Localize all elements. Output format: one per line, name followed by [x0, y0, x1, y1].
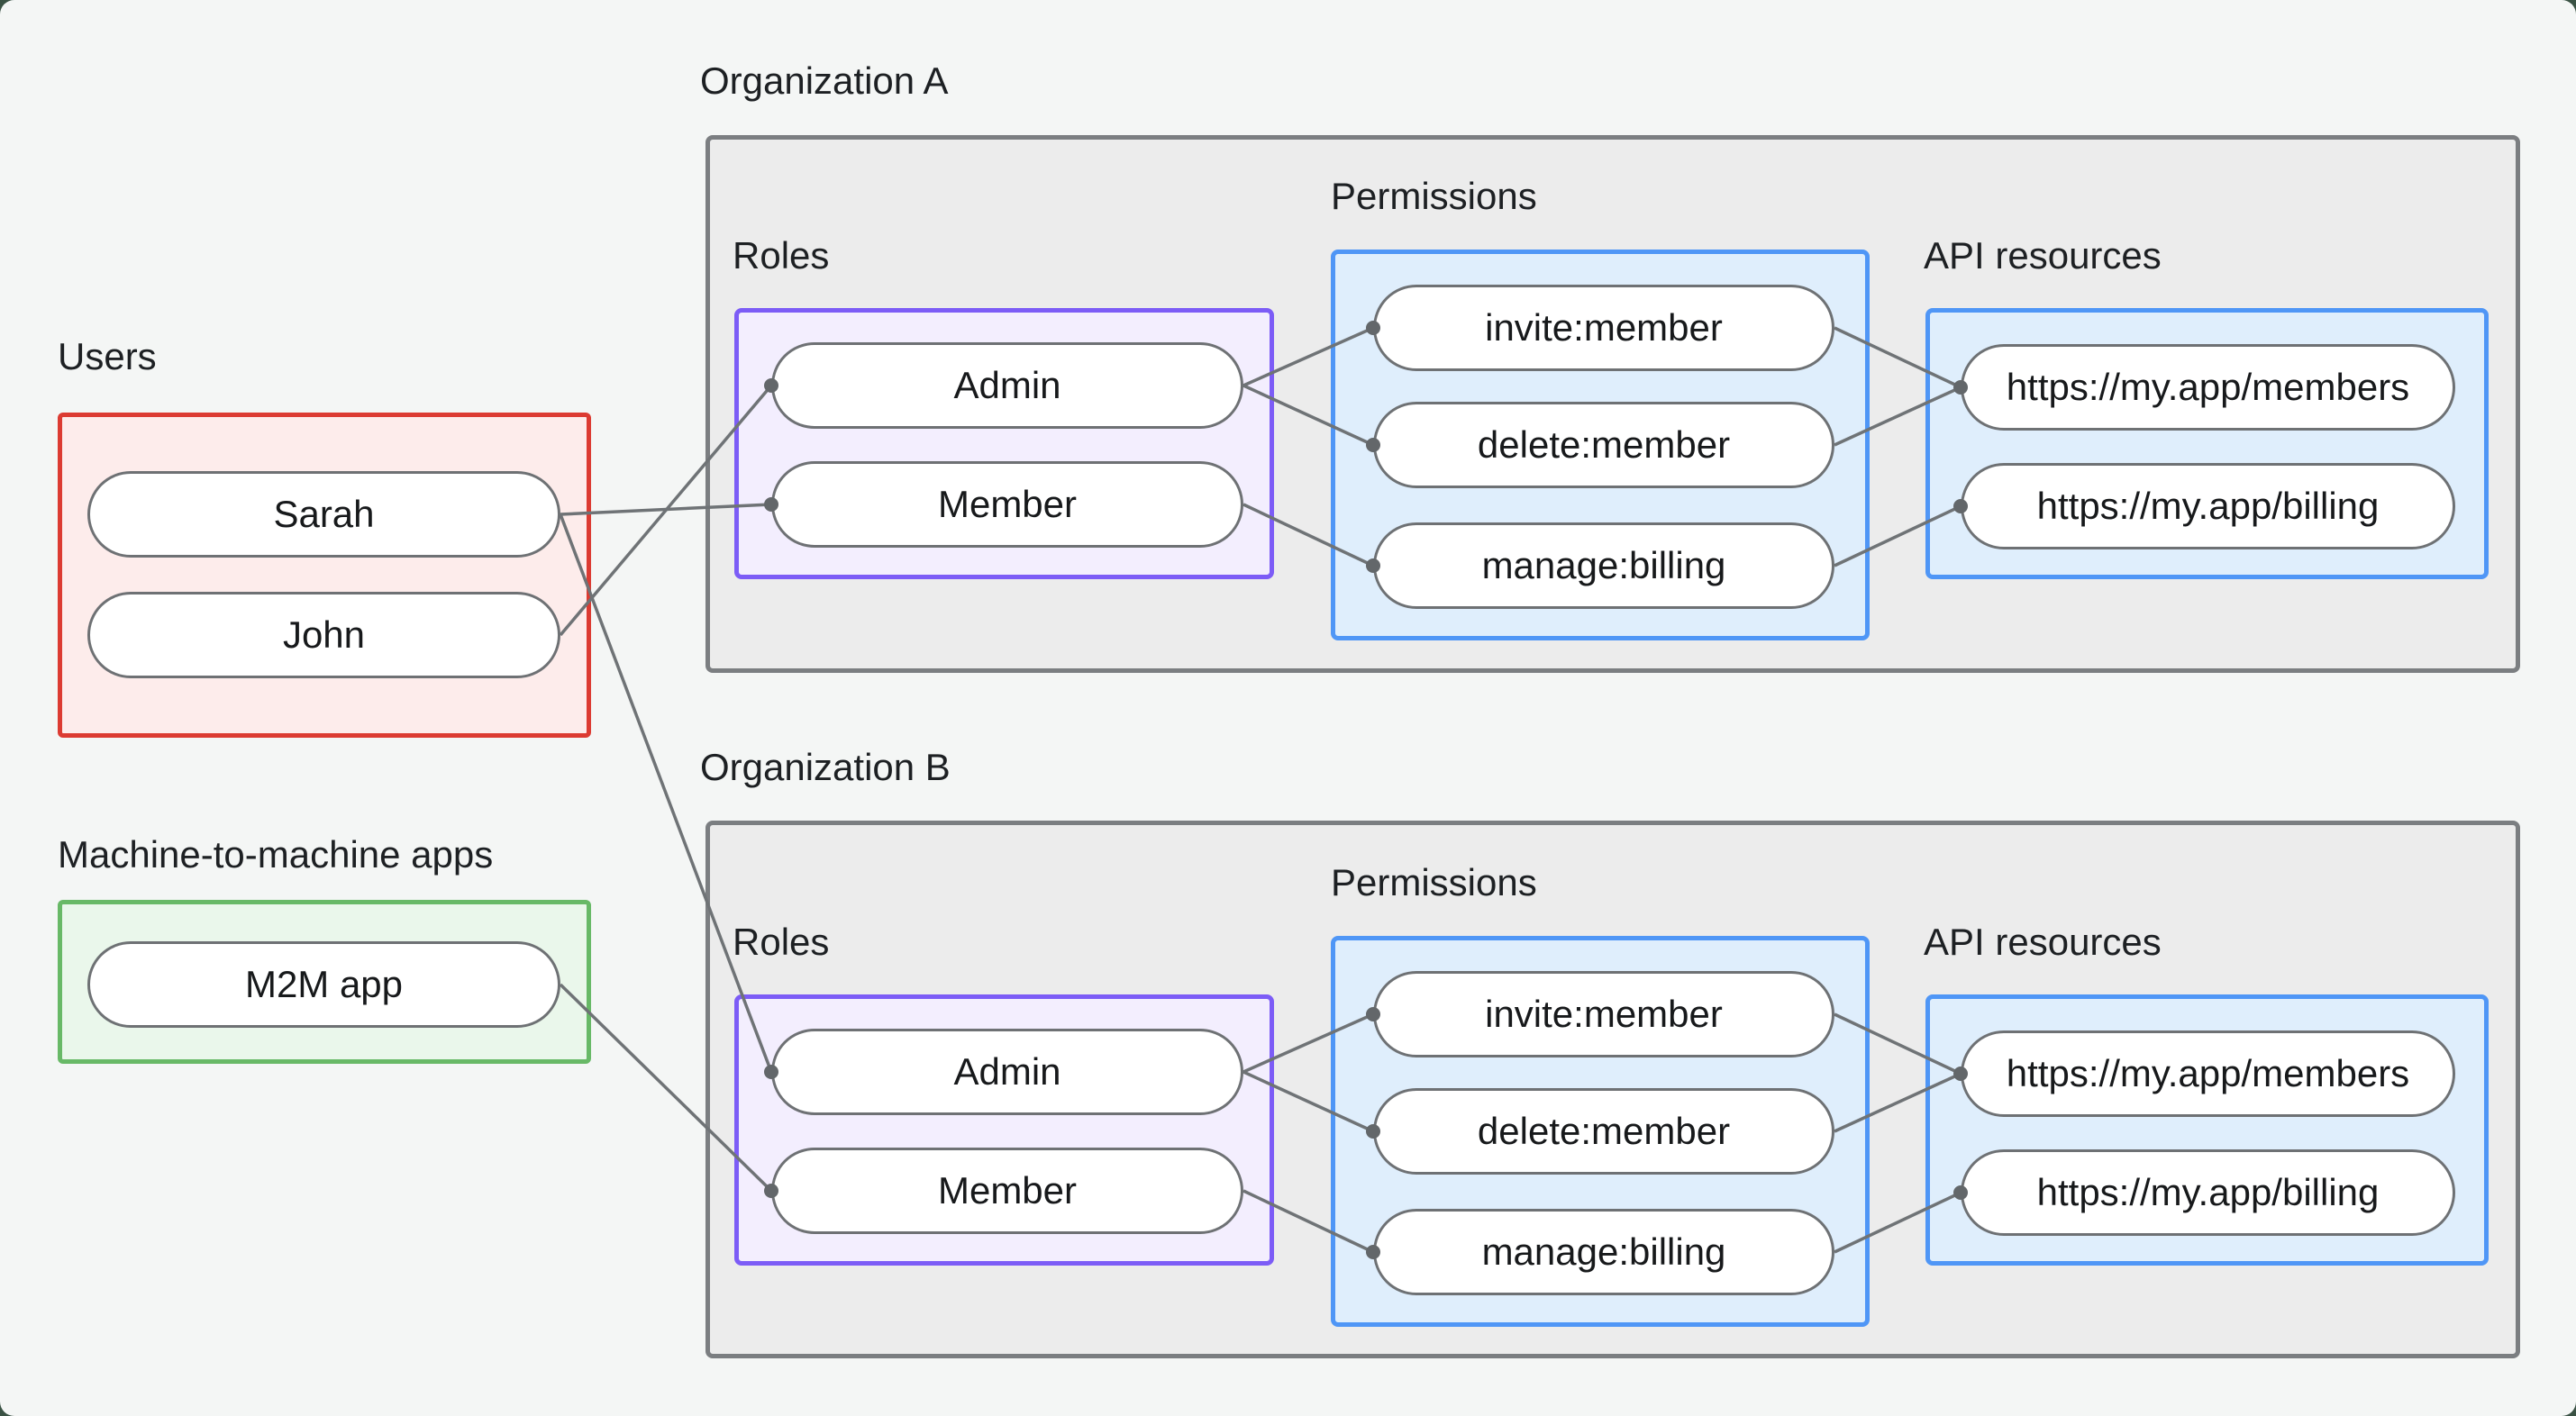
org-a-roles-label: Roles [733, 234, 830, 277]
org-a-role-member: Member [771, 461, 1243, 548]
org-a-permissions-label: Permissions [1331, 175, 1537, 217]
org-b-role-admin: Admin [771, 1029, 1243, 1115]
m2m-section-label: Machine-to-machine apps [58, 833, 494, 876]
org-a-permission-delete-member: delete:member [1373, 402, 1834, 488]
org-b-role-member: Member [771, 1148, 1243, 1234]
org-a-role-admin: Admin [771, 342, 1243, 429]
org-b-api-resources-label: API resources [1924, 921, 2162, 963]
org-b-permissions-label: Permissions [1331, 861, 1537, 903]
user-node-john: John [87, 592, 560, 678]
org-a-permission-invite-member: invite:member [1373, 285, 1834, 371]
org-b-permission-delete-member: delete:member [1373, 1088, 1834, 1175]
org-a-api-resources-label: API resources [1924, 234, 2162, 277]
org-b-permission-manage-billing: manage:billing [1373, 1209, 1834, 1295]
org-b-api-resource-members: https://my.app/members [1961, 1030, 2455, 1117]
org-b-permission-invite-member: invite:member [1373, 971, 1834, 1057]
org-a-api-resource-members: https://my.app/members [1961, 344, 2455, 431]
user-node-sarah: Sarah [87, 471, 560, 558]
org-b-roles-label: Roles [733, 921, 830, 963]
users-group-box [58, 413, 591, 738]
org-b-title: Organization B [700, 746, 951, 788]
org-a-api-resource-billing: https://my.app/billing [1961, 463, 2455, 549]
m2m-app-node: M2M app [87, 941, 560, 1028]
users-section-label: Users [58, 335, 157, 377]
org-a-permission-manage-billing: manage:billing [1373, 522, 1834, 609]
org-b-api-resource-billing: https://my.app/billing [1961, 1149, 2455, 1236]
org-a-title: Organization A [700, 59, 949, 102]
